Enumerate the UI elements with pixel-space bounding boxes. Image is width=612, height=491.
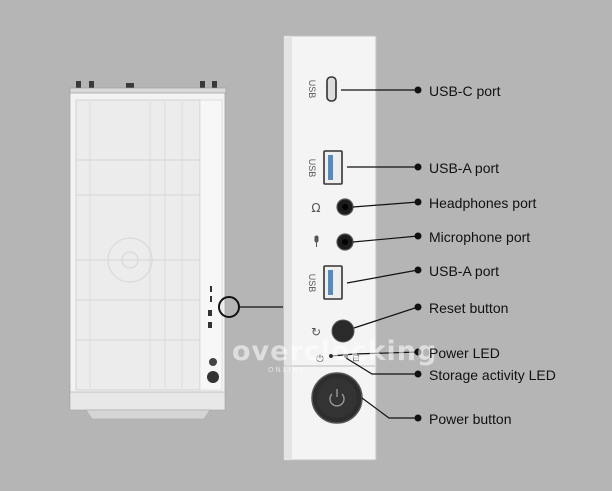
watermark-tagline: ONLINE — [268, 366, 307, 374]
callout-dot-power-led — [414, 348, 422, 356]
zoom-indicator — [218, 296, 283, 318]
panel-usb-a-label-1: USB — [307, 159, 317, 178]
reset-button — [331, 319, 355, 343]
usb-a-port-2 — [323, 265, 343, 300]
callout-line-microphone — [352, 235, 419, 243]
power-button — [311, 372, 363, 424]
label-power-led: Power LED — [429, 345, 500, 361]
power-led-icon: ⏻ — [316, 354, 324, 365]
reset-icon: ↻ — [311, 325, 321, 339]
panel-usb-a-label-2: USB — [307, 274, 317, 293]
callout-line-power — [361, 397, 418, 419]
callout-line-power-led — [330, 351, 419, 357]
headphones-port — [336, 198, 354, 216]
callout-dot-usb-a-2 — [414, 266, 422, 274]
usb-c-port — [326, 76, 337, 102]
case-power-button — [207, 371, 219, 383]
callout-line-usb-a-2 — [346, 269, 419, 284]
usb-a-port-1 — [323, 150, 343, 185]
panel-usb-c-label: USB — [307, 80, 317, 99]
microphone-icon — [314, 235, 319, 247]
callout-dot-power — [414, 414, 422, 422]
pc-case — [69, 81, 227, 420]
label-power-button: Power button — [429, 411, 512, 427]
label-microphone-port: Microphone port — [429, 229, 531, 245]
label-storage-activity-led: Storage activity LED — [429, 367, 556, 383]
callout-dot-usb-a-1 — [414, 163, 422, 171]
label-reset-button: Reset button — [429, 300, 509, 316]
case-reset-button — [209, 358, 217, 366]
callout-dot-reset — [414, 303, 422, 311]
callout-dot-headphones — [414, 198, 422, 206]
label-usb-a-port-1: USB-A port — [429, 160, 500, 176]
io-panel: Ω ↻ ⏻ ⊟ — [283, 35, 377, 461]
callout-dot-usb-c — [414, 86, 422, 94]
callout-lines — [330, 89, 419, 419]
watermark-brand: overclocking — [232, 336, 438, 367]
power-icon — [329, 389, 345, 407]
callout-dots — [414, 86, 422, 422]
case-mesh-panel — [75, 99, 201, 391]
microphone-port — [336, 233, 354, 251]
label-usb-c-port: USB-C port — [429, 83, 501, 99]
callout-line-reset — [353, 306, 419, 329]
callout-dot-microphone — [414, 232, 422, 240]
callout-line-storage-led — [345, 357, 418, 375]
label-headphones-port: Headphones port — [429, 195, 537, 211]
headphones-icon: Ω — [311, 201, 320, 215]
callout-line-headphones — [352, 201, 419, 208]
label-usb-a-port-2: USB-A port — [429, 263, 500, 279]
callout-dot-storage-led — [414, 370, 422, 378]
storage-led-icon: ⊟ — [352, 354, 360, 364]
